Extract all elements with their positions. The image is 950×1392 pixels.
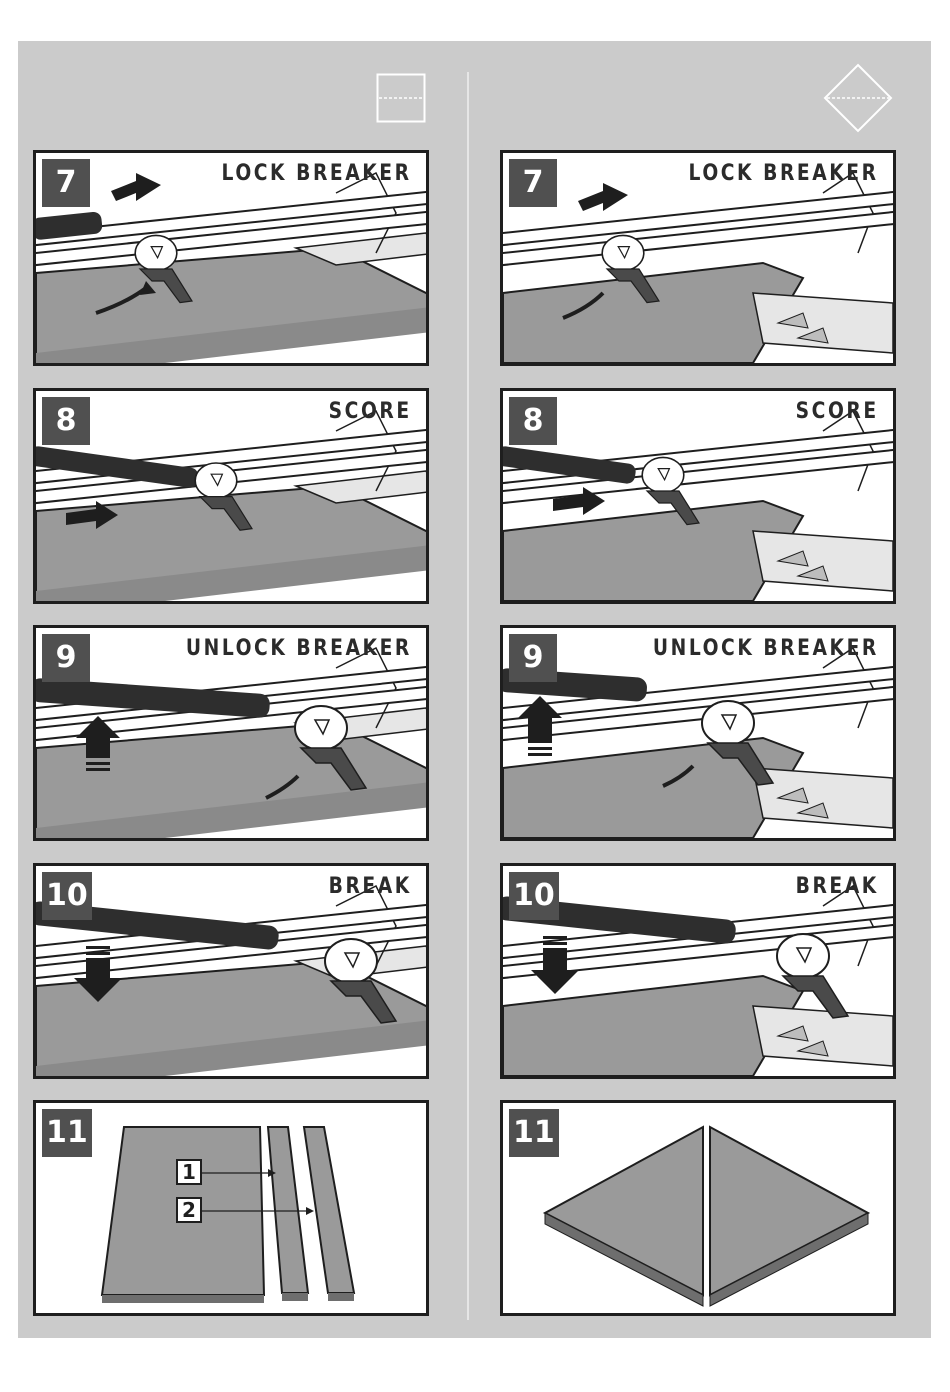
step-panel-left-11: 11 1 2 <box>33 1100 429 1316</box>
step-number: 11 <box>42 1109 92 1157</box>
step-number: 10 <box>42 872 92 920</box>
step-title: BREAK <box>796 874 879 899</box>
step-title: UNLOCK BREAKER <box>653 636 879 661</box>
step-number: 9 <box>509 634 557 682</box>
step-title: BREAK <box>329 874 412 899</box>
step-panel-right-9: 9 UNLOCK BREAKER <box>500 625 896 841</box>
step-panel-right-10: 10 BREAK <box>500 863 896 1079</box>
callout-label-2: 2 <box>176 1197 202 1223</box>
step-panel-left-7: 7 LOCK BREAKER <box>33 150 429 366</box>
step-title: UNLOCK BREAKER <box>186 636 412 661</box>
diamond-with-dashed-midline-icon <box>823 63 893 133</box>
step-panel-right-11: 11 <box>500 1100 896 1316</box>
step-number: 10 <box>509 872 559 920</box>
step-number: 8 <box>509 397 557 445</box>
step-panel-left-10: 10 BREAK <box>33 863 429 1079</box>
step-title: SCORE <box>796 399 879 424</box>
step-title: SCORE <box>329 399 412 424</box>
step-panel-left-8: 8 SCORE <box>33 388 429 604</box>
callout-label-1: 1 <box>176 1159 202 1185</box>
step-title: LOCK BREAKER <box>689 161 879 186</box>
step-title: LOCK BREAKER <box>222 161 412 186</box>
step-number: 7 <box>509 159 557 207</box>
step-number: 11 <box>509 1109 559 1157</box>
step-panel-left-9: 9 UNLOCK BREAKER <box>33 625 429 841</box>
diagonal-halves-result-illustration <box>503 1103 893 1313</box>
cut-strips-result-illustration <box>36 1103 426 1313</box>
step-number: 7 <box>42 159 90 207</box>
step-number: 9 <box>42 634 90 682</box>
step-number: 8 <box>42 397 90 445</box>
square-with-dashed-midline-icon <box>376 73 426 123</box>
step-panel-right-7: 7 LOCK BREAKER <box>500 150 896 366</box>
column-divider <box>467 72 469 1320</box>
step-panel-right-8: 8 SCORE <box>500 388 896 604</box>
